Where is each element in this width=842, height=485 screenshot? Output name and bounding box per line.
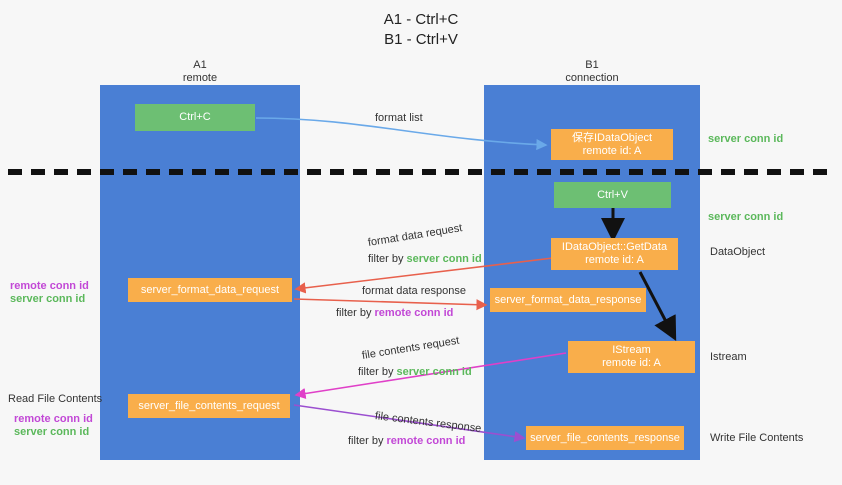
filter-prefix-3: filter by [358,366,397,378]
label-format-data-response: format data response [362,285,466,297]
box-server-file-contents-response[interactable]: server_file_contents_response [526,426,684,450]
box-ctrl-v-label: Ctrl+V [597,188,628,201]
box-server-file-contents-request-label: server_file_contents_request [138,399,280,412]
box-idataobject-getdata[interactable]: IDataObject::GetData remote id: A [551,238,678,270]
lane-b1-name: B1 [585,59,599,71]
arrow-format-data-response [293,298,488,311]
box-server-file-contents-response-label: server_file_contents_response [530,431,680,444]
box-server-file-contents-request[interactable]: server_file_contents_request [128,394,290,418]
lane-a1-sub: remote [182,72,218,84]
filter-prefix-2: filter by [336,307,375,319]
label-right-write-file-contents: Write File Contents [710,432,804,444]
filter-key-remote-conn-2: remote conn id [386,435,466,447]
lane-b1-sub: connection [565,72,619,84]
filter-key-server-conn-1: server conn id [406,253,482,265]
lane-a1-name: A1 [193,59,207,71]
filter-key-remote-conn-1: remote conn id [374,307,454,319]
arrow-getdata-to-istream [638,271,677,341]
filter-prefix-1: filter by [368,253,407,265]
label-right-istream: Istream [710,351,747,363]
box-server-format-data-request-label: server_format_data_request [140,283,280,296]
box-save-idataobject-line1: 保存IDataObject [571,131,653,144]
box-istream-line2: remote id: A [602,357,661,369]
diagram-title: A1 - Ctrl+C B1 - Ctrl+V [0,10,842,50]
arrow-format-list [255,117,548,151]
label-left-server-conn-2: server conn id [14,426,90,438]
label-format-data-response-filter: filter by remote conn id [336,306,453,320]
arrow-file-contents-request [294,352,567,400]
label-file-contents-response-filter: filter by remote conn id [348,434,465,448]
box-save-idataobject-line2: remote id: A [582,144,642,157]
box-getdata-line2: remote id: A [585,254,644,266]
label-file-contents-request-filter: filter by server conn id [358,365,472,379]
label-right-server-conn-mid: server conn id [708,211,784,223]
label-right-dataobject: DataObject [710,246,766,258]
box-server-format-data-response-label: server_format_data_response [494,293,642,306]
label-left-server-conn-1: server conn id [10,293,86,305]
box-ctrl-c[interactable]: Ctrl+C [135,104,255,131]
label-left-remote-conn-2: remote conn id [14,413,93,425]
box-ctrl-v[interactable]: Ctrl+V [554,182,671,208]
box-istream[interactable]: IStream remote id: A [568,341,695,373]
box-istream-line1: IStream [612,344,651,356]
box-server-format-data-response[interactable]: server_format_data_response [490,288,646,312]
label-format-data-request-filter: filter by server conn id [368,252,482,266]
lane-header-b1: B1 connection [484,59,700,85]
label-format-list: format list [375,112,423,124]
title-line-1: A1 - Ctrl+C [383,11,459,28]
filter-prefix-4: filter by [348,435,387,447]
box-getdata-line1: IDataObject::GetData [561,241,668,253]
arrow-file-contents-response [293,404,526,443]
box-ctrl-c-label: Ctrl+C [179,111,211,123]
box-save-idataobject[interactable]: 保存IDataObject remote id: A [551,129,673,160]
title-line-2: B1 - Ctrl+V [384,31,458,48]
arrow-format-data-request [294,257,554,294]
box-server-format-data-request[interactable]: server_format_data_request [128,278,292,302]
filter-key-server-conn-2: server conn id [396,366,472,378]
label-right-server-conn-top: server conn id [708,133,784,145]
label-left-remote-conn-1: remote conn id [10,280,89,292]
label-left-read-file-contents: Read File Contents [8,393,103,405]
lane-header-a1: A1 remote [100,59,300,85]
